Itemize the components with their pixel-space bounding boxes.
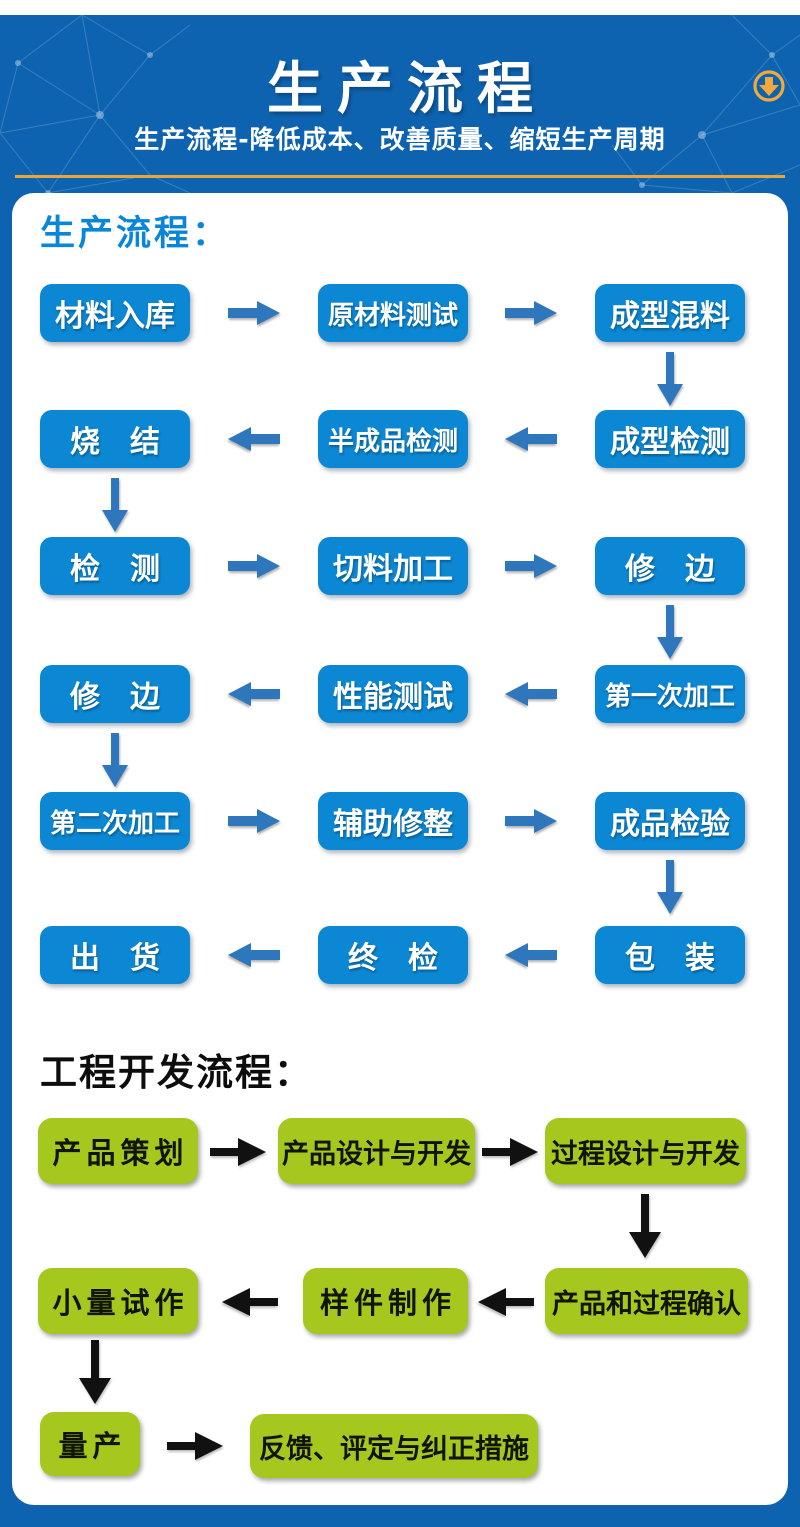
arrow-right-icon (505, 552, 557, 580)
arrow-right-icon (210, 1134, 266, 1170)
production-flow-heading: 生产流程： (40, 214, 231, 254)
arrow-right-icon (228, 299, 280, 327)
dev-step: 样件制作 (303, 1268, 468, 1334)
arrow-right-icon (228, 807, 280, 835)
arrow-right-icon (167, 1428, 223, 1464)
divider-line (15, 175, 785, 178)
dev-step: 产品设计与开发 (278, 1118, 475, 1184)
flow-step: 第一次加工 (595, 665, 745, 723)
dev-step: 小量试作 (38, 1268, 198, 1334)
page-subtitle: 生产流程-降低成本、改善质量、缩短生产周期 (134, 125, 666, 154)
download-icon[interactable] (752, 69, 786, 103)
flow-step: 切料加工 (318, 537, 468, 595)
arrow-down-icon (79, 1340, 111, 1404)
arrow-left-icon (228, 425, 280, 453)
dev-step: 量产 (40, 1412, 140, 1476)
flow-step: 修 边 (595, 537, 745, 595)
flow-step: 烧 结 (40, 410, 190, 468)
flow-step: 性能测试 (318, 665, 468, 723)
dev-step: 反馈、评定与纠正措施 (250, 1414, 538, 1478)
flow-step: 出 货 (40, 926, 190, 984)
dev-step: 产品和过程确认 (545, 1268, 748, 1334)
dev-step: 产品策划 (38, 1118, 198, 1184)
arrow-right-icon (482, 1134, 538, 1170)
arrow-down-icon (102, 733, 128, 787)
arrow-down-icon (657, 860, 683, 914)
arrow-left-icon (478, 1284, 534, 1320)
flow-step: 修 边 (40, 665, 190, 723)
flow-step: 成型混料 (595, 284, 745, 342)
flow-step: 原材料测试 (318, 284, 468, 342)
flow-step: 检 测 (40, 537, 190, 595)
arrow-down-icon (657, 352, 683, 406)
arrow-right-icon (228, 552, 280, 580)
flow-step: 第二次加工 (40, 792, 190, 850)
arrow-left-icon (228, 680, 280, 708)
flow-step: 成型检测 (595, 410, 745, 468)
flow-step: 半成品检测 (318, 410, 468, 468)
top-white-strip (0, 0, 800, 15)
arrow-left-icon (505, 680, 557, 708)
arrow-down-icon (629, 1194, 661, 1258)
engineering-flow-heading: 工程开发流程： (40, 1051, 313, 1094)
page-title: 生产流程 (267, 57, 547, 122)
flow-step: 材料入库 (40, 284, 190, 342)
arrow-left-icon (505, 941, 557, 969)
flow-step: 成品检验 (595, 792, 745, 850)
dev-step: 过程设计与开发 (545, 1118, 746, 1184)
arrow-down-icon (657, 605, 683, 659)
arrow-left-icon (505, 425, 557, 453)
flow-step: 包 装 (595, 926, 745, 984)
flow-step: 终 检 (318, 926, 468, 984)
arrow-down-icon (102, 478, 128, 532)
arrow-right-icon (505, 807, 557, 835)
arrow-left-icon (228, 941, 280, 969)
flow-step: 辅助修整 (318, 792, 468, 850)
arrow-right-icon (505, 299, 557, 327)
arrow-left-icon (222, 1284, 278, 1320)
